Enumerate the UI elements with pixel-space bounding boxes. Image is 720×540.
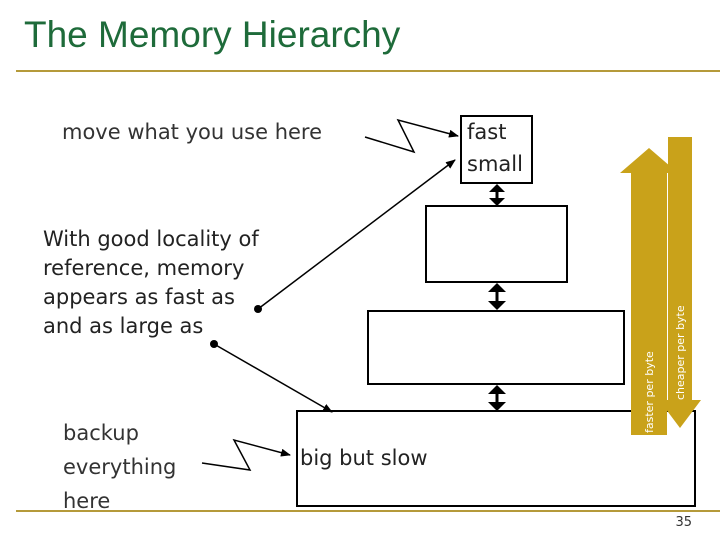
- title-rule: [16, 70, 720, 72]
- fast-small-label: fast small: [467, 120, 523, 176]
- cheaper-per-byte-label: cheaper per byte: [674, 305, 687, 400]
- big-but-slow-label: big but slow: [300, 446, 428, 470]
- faster-per-byte-label: faster per byte: [643, 351, 656, 433]
- level-transfer-arrow-0: [489, 184, 505, 206]
- faster-per-byte-arrow: faster per byte: [620, 148, 678, 435]
- footer-rule: [16, 510, 720, 512]
- cheaper-per-byte-arrow: cheaper per byte: [659, 137, 701, 428]
- level-transfer-arrow-2: [488, 385, 506, 411]
- page-number: 35: [675, 515, 692, 530]
- memory-level-disk: [296, 410, 696, 507]
- squiggle-arrow-bottom: [201, 438, 291, 471]
- backup-text: backup everything here: [63, 421, 177, 513]
- memory-level-cache: [425, 205, 568, 283]
- fast-as-pointer: [254, 159, 456, 313]
- memory-level-main-memory: [367, 310, 625, 385]
- slide-title: The Memory Hierarchy: [24, 14, 401, 55]
- locality-text: With good locality of reference, memory …: [43, 227, 259, 338]
- squiggle-arrow-top: [364, 118, 459, 154]
- move-here-text: move what you use here: [62, 120, 323, 144]
- memory-level-registers: [460, 115, 533, 184]
- large-as-pointer: [210, 340, 333, 413]
- level-transfer-arrow-1: [488, 283, 506, 310]
